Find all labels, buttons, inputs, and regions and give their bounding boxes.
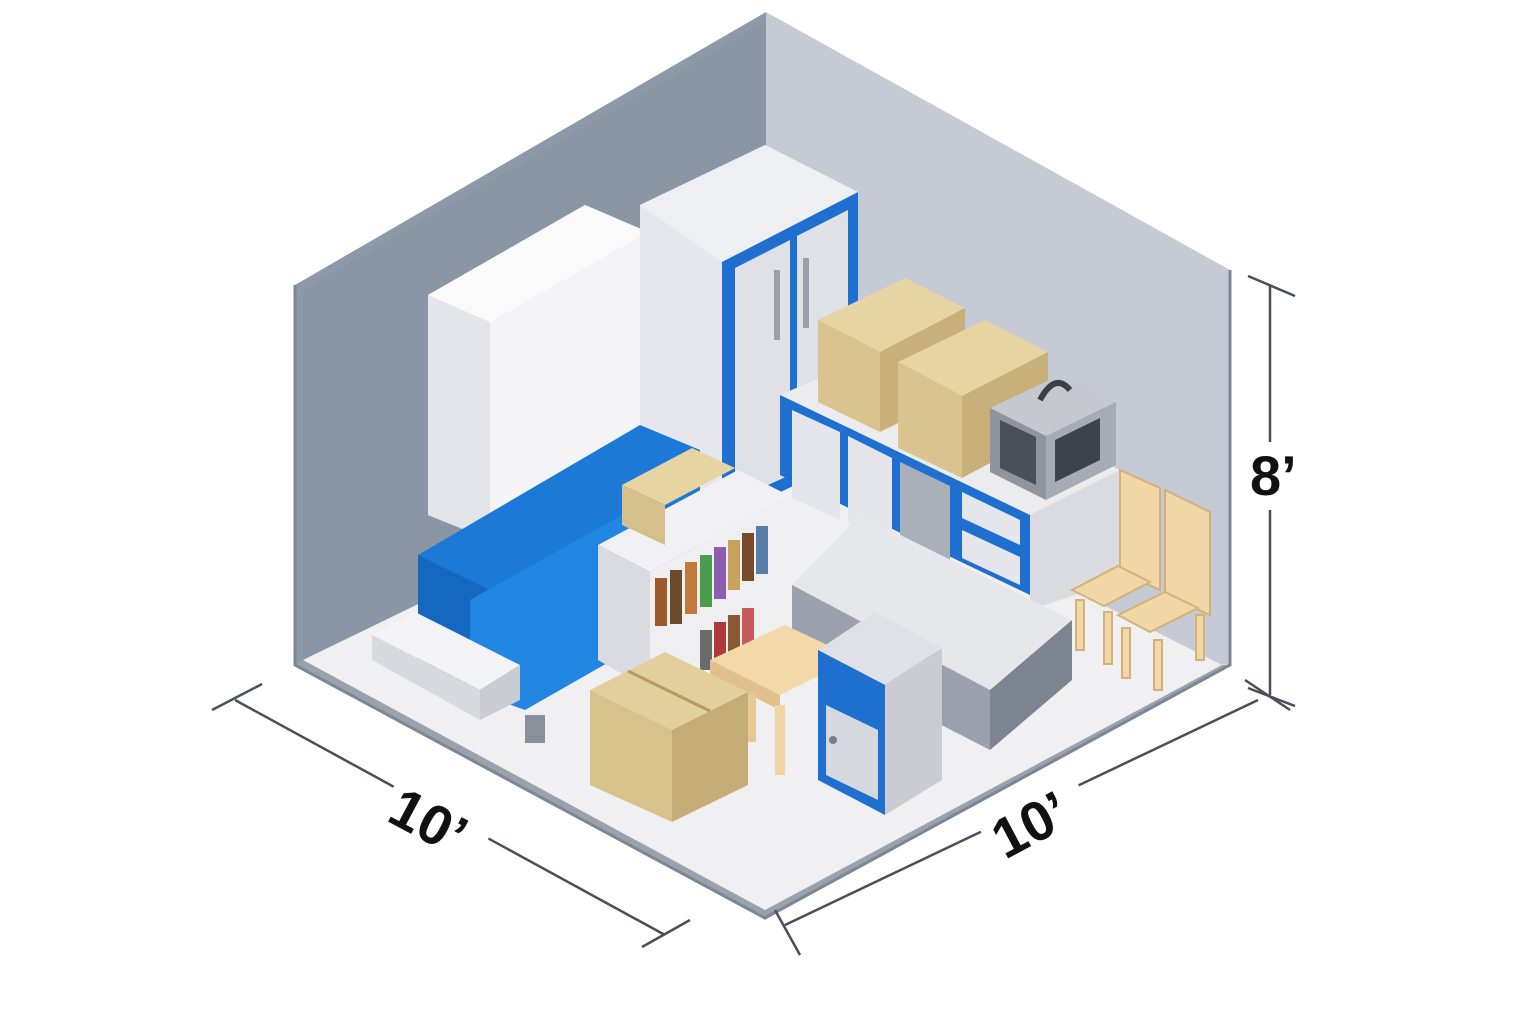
bookshelf-icon	[598, 470, 788, 690]
height-label: 8’	[1250, 444, 1297, 507]
nightstand	[818, 612, 942, 815]
cardboard-box-front	[590, 652, 748, 822]
wooden-chairs	[1069, 468, 1211, 691]
side-table	[710, 625, 855, 775]
room-outline	[293, 270, 1232, 920]
microwave-icon	[990, 375, 1116, 500]
box-behind-shelf	[622, 448, 735, 545]
